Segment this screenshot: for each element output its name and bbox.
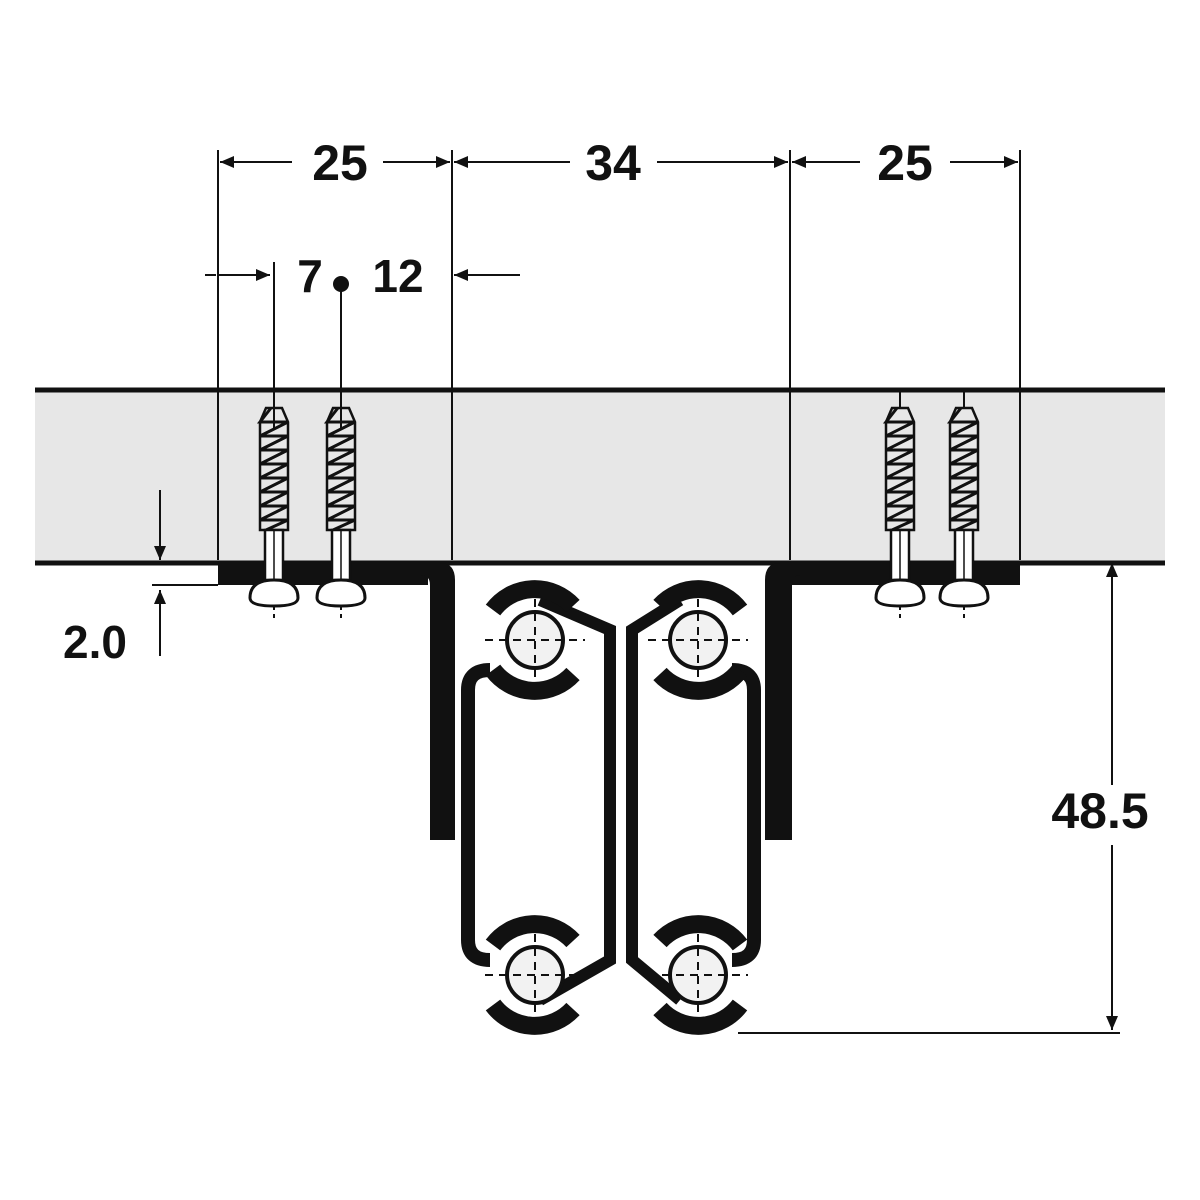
slide-center-rail — [537, 594, 684, 1006]
spacing-right-label: 25 — [877, 135, 933, 191]
spacing-middle-label: 34 — [585, 135, 641, 191]
gap-dimension — [152, 490, 218, 656]
reference-lines — [217, 150, 1021, 560]
screw-position-dot — [333, 276, 349, 292]
slide-outer-rail — [420, 563, 800, 840]
offset-first-label: 7 — [297, 250, 323, 302]
panel — [35, 387, 1165, 566]
height-label: 48.5 — [1051, 783, 1148, 839]
height-dimension — [738, 563, 1120, 1034]
gap-label: 2.0 — [63, 616, 127, 668]
slide-inner-rail — [461, 663, 761, 967]
offset-second-label: 12 — [372, 250, 423, 302]
spacing-left-label: 25 — [312, 135, 368, 191]
